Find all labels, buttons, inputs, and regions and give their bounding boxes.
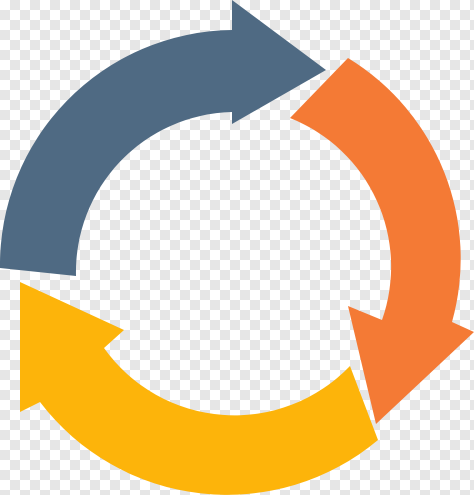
yellow-arrow-icon <box>20 282 378 495</box>
slate-arrow-icon <box>0 0 326 276</box>
orange-arrow-icon <box>290 58 474 424</box>
